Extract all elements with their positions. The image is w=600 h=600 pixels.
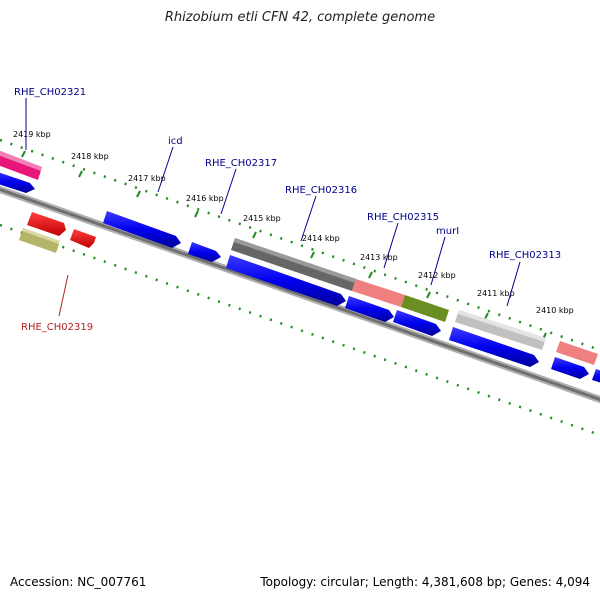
gene-label-rhe-ch02321[interactable]: RHE_CH02321 [14,87,86,98]
feature-track-inner [19,212,96,253]
cds-arrow[interactable] [188,242,221,262]
cds-arrow[interactable] [27,212,66,236]
major-ticks [21,150,547,340]
gene-label-rhe-ch02315[interactable]: RHE_CH02315 [367,212,439,223]
backbone [0,185,600,404]
tick-label: 2415 kbp [243,214,281,223]
feature-block[interactable] [22,228,60,244]
gene-label-muri[interactable]: murI [436,226,459,237]
genome-summary: Topology: circular; Length: 4,381,608 bp… [260,575,590,589]
tick-label: 2410 kbp [536,306,574,315]
accession-label: Accession: NC_007761 [10,575,147,589]
cds-track [0,171,600,384]
gene-label-rhe-ch02313[interactable]: RHE_CH02313 [489,250,561,261]
cds-arrow[interactable] [103,211,181,248]
feature-block[interactable] [556,341,598,365]
map-title: Rhizobium etli CFN 42, complete genome [164,10,436,25]
cds-arrow[interactable] [551,357,589,379]
feature-block[interactable] [352,279,405,307]
feature-block[interactable] [458,310,546,342]
tick-label: 2417 kbp [128,174,166,183]
tick-label: 2419 kbp [13,130,51,139]
tick-label: 2418 kbp [71,152,109,161]
feature-block[interactable] [0,149,42,171]
gene-label-rhe-ch02319[interactable]: RHE_CH02319 [21,322,93,333]
cds-arrow[interactable] [393,310,441,336]
tick-label: 2411 kbp [477,289,515,298]
feature-block[interactable] [234,238,356,283]
gene-label-rhe-ch02316[interactable]: RHE_CH02316 [285,185,357,196]
gene-label-icd[interactable]: icd [168,136,183,147]
cds-arrow[interactable] [592,369,600,384]
cds-arrow[interactable] [226,255,346,306]
leader-lines [25,98,521,317]
tick-label: 2412 kbp [418,271,456,280]
cds-arrow[interactable] [70,229,96,248]
scale-line-inner [0,223,600,437]
tick-labels: 2419 kbp 2418 kbp 2417 kbp 2416 kbp 2415… [13,130,574,315]
feature-block[interactable] [401,295,449,322]
tick-label: 2416 kbp [186,194,224,203]
cds-arrow[interactable] [345,296,394,322]
cds-arrow[interactable] [0,171,35,193]
feature-block[interactable] [19,228,60,253]
scale-line-outer [0,138,600,352]
gene-labels: RHE_CH02321 icd RHE_CH02317 RHE_CH02316 … [14,87,561,333]
tick-label: 2413 kbp [360,253,398,262]
gene-label-rhe-ch02317[interactable]: RHE_CH02317 [205,158,277,169]
cds-arrow[interactable] [449,327,539,367]
feature-track-outer [0,149,598,365]
tick-label: 2414 kbp [302,234,340,243]
